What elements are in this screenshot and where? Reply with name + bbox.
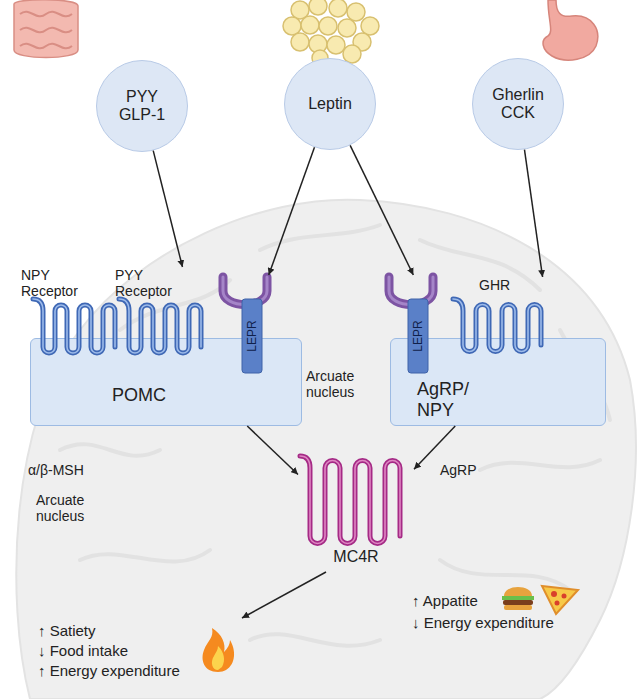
node-text: MC4R (326, 548, 386, 566)
node-text: POMC (89, 385, 189, 406)
mc4r-receptor: MC4R (298, 452, 414, 570)
brain-gyrus (80, 550, 210, 562)
effect-text: ↑ Satiety (38, 622, 96, 639)
helix-highlight (453, 299, 541, 352)
stomach-icon (543, 0, 598, 60)
fat-cell (283, 17, 301, 35)
receptor-stem (408, 299, 428, 373)
hormone-circle: Leptin (284, 58, 376, 150)
helix-highlight (119, 299, 201, 353)
burger-lettuce (502, 596, 534, 600)
effect-text: ↑ Energy expenditure (38, 662, 180, 679)
receptor-symbol: PYY Receptor (113, 267, 213, 353)
node-text: GHR (479, 277, 539, 293)
node-text: LEPR (408, 300, 428, 372)
brain-gyrus (440, 560, 570, 590)
node-text: PYY GLP-1 (110, 88, 174, 125)
edge-label: AgRP (440, 462, 477, 478)
burger-bun (504, 587, 532, 596)
hormone-circle: PYY GLP-1 (96, 60, 188, 152)
fire-icon (203, 628, 235, 672)
helix-chain (300, 456, 400, 544)
helix-chain (33, 299, 115, 353)
brain-gyrus (480, 460, 600, 470)
node-text: Gherlin CCK (486, 86, 550, 123)
neuron-box: POMCNPY ReceptorPYY ReceptorLEPR (30, 338, 302, 426)
node-text: AgRP/ NPY (417, 379, 479, 420)
helix-chain (119, 299, 201, 353)
fat-cell (309, 0, 327, 15)
receptor-symbol: NPY Receptor (21, 267, 121, 353)
fat-cell (319, 17, 337, 35)
signal-arrow (350, 145, 413, 275)
helix-chain (453, 299, 541, 352)
node-text: NPY Receptor (21, 267, 83, 299)
signal-arrow (153, 151, 182, 267)
edge-label: α/β-MSH (28, 462, 84, 478)
fat-cell (301, 16, 319, 34)
signal-arrow (269, 147, 315, 275)
leptin-receptor: LEPR (215, 275, 275, 375)
hormone-circle: Gherlin CCK (472, 58, 564, 150)
pizza-topping (555, 601, 560, 606)
intestine-loop (20, 44, 72, 49)
brain-gyrus (250, 634, 380, 646)
fat-cell (347, 3, 365, 21)
region-label: Arcuate nucleus (36, 492, 98, 524)
effect-text: ↑ Appatite (412, 592, 478, 609)
region-label: Arcuate nucleus (306, 368, 368, 400)
fat-cell (327, 36, 345, 54)
intestine-icon (14, 0, 78, 58)
node-text: PYY Receptor (115, 267, 177, 299)
signal-arrow (524, 150, 542, 277)
fat-cell (338, 19, 356, 37)
effect-text: ↓ Energy expenditure (412, 614, 554, 631)
node-text: Leptin (298, 95, 362, 113)
intestine-loop (20, 12, 72, 17)
intestine-loop (20, 28, 72, 33)
pizza-topping (562, 594, 567, 599)
signal-arrow (247, 426, 298, 474)
fat-cell (361, 17, 379, 35)
burger-patty (503, 600, 533, 605)
effect-arrow (242, 572, 326, 618)
effect-text: ↓ Food intake (38, 642, 128, 659)
neuron-box: AgRP/ NPYLEPRGHR (390, 338, 606, 426)
leptin-receptor: LEPR (381, 275, 441, 375)
fat-cell (291, 33, 309, 51)
fire-core (212, 646, 224, 670)
brain-silhouette (16, 200, 636, 699)
pizza-slice (542, 586, 578, 614)
burger-bun (504, 605, 532, 610)
brain-gyrus (260, 225, 380, 250)
pizza-topping (551, 591, 557, 597)
brain-gyrus (60, 444, 160, 456)
fat-cell (329, 0, 347, 17)
node-text: LEPR (242, 300, 262, 372)
helix-highlight (33, 299, 115, 353)
helix-highlight (300, 456, 400, 544)
receptor-stem (242, 299, 262, 373)
receptor-symbol: GHR (453, 277, 553, 353)
